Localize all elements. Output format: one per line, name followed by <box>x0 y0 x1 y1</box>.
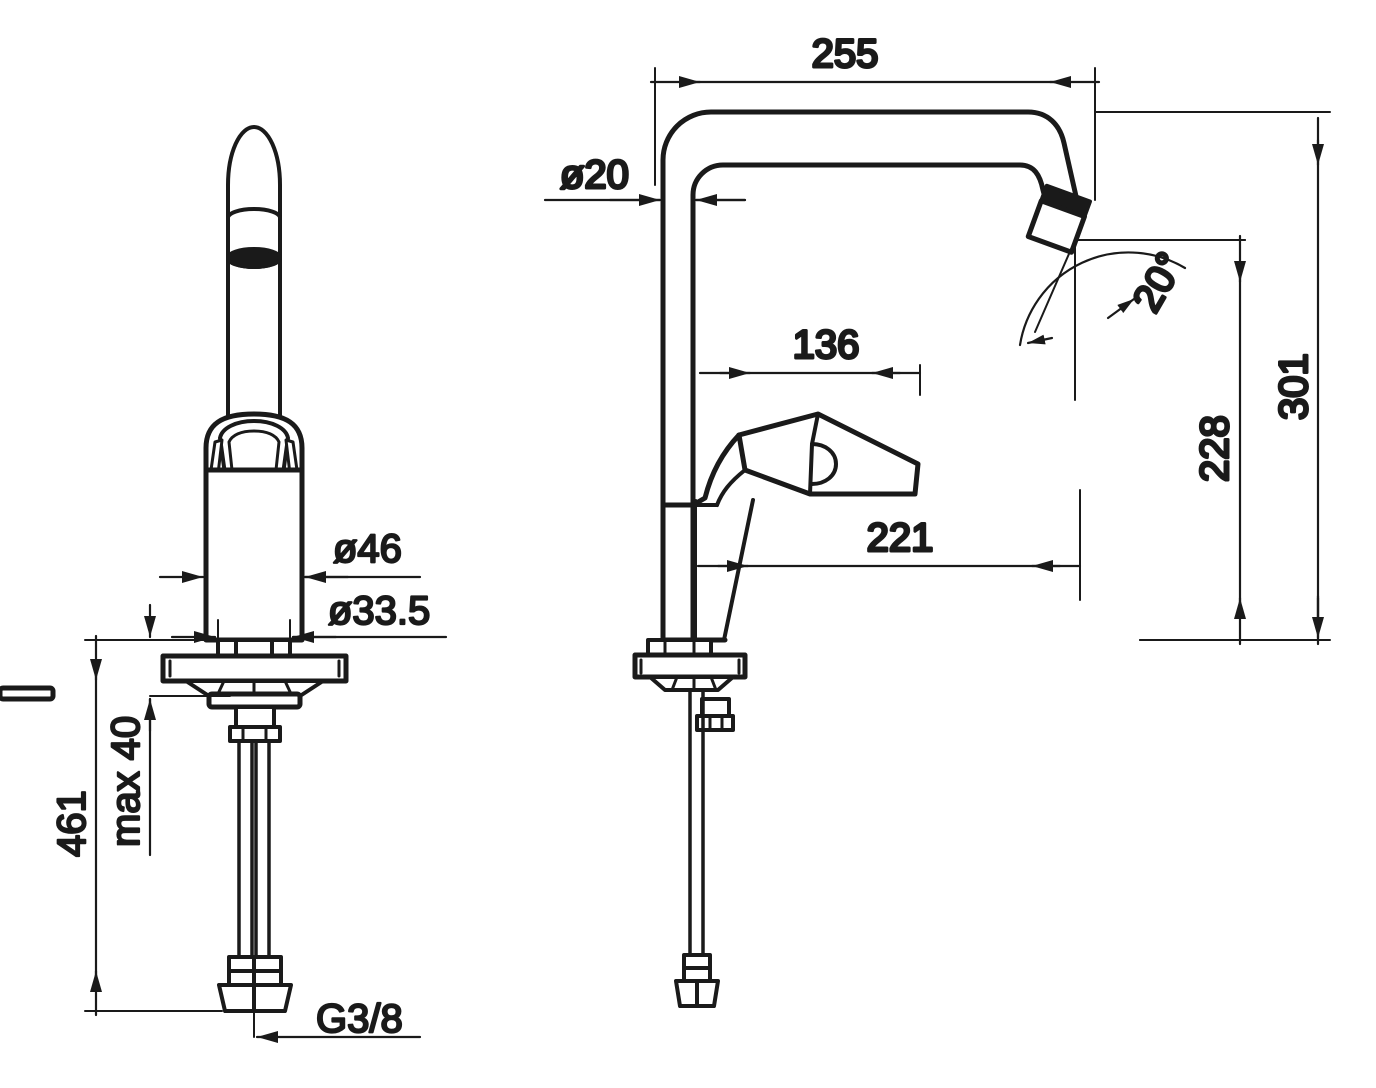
dim-label-301: 301 <box>1272 353 1316 420</box>
side-supply-hose <box>688 688 705 957</box>
side-body-column <box>660 502 728 643</box>
front-hose-connectors <box>217 955 293 1013</box>
dim-136 <box>698 364 922 396</box>
dim-301 <box>1094 111 1331 646</box>
dim-angle-20 <box>1018 239 1246 401</box>
dim-label-d20: ø20 <box>560 153 629 197</box>
dim-d46 <box>158 559 422 641</box>
dim-label-228: 228 <box>1193 415 1237 482</box>
dim-221 <box>695 489 1082 641</box>
dim-d335 <box>170 619 448 643</box>
front-view-dimensions: ø46 ø33.5 max 40 461 <box>49 526 448 1043</box>
front-body-cylinder <box>203 467 305 643</box>
side-fixing-nut <box>695 697 735 732</box>
dim-g38 <box>253 1010 422 1043</box>
front-base-plate <box>160 653 349 710</box>
dim-label-d46: ø46 <box>333 527 402 571</box>
side-hose-connectors <box>674 953 720 1008</box>
dim-max40 <box>144 603 249 857</box>
dim-label-max40: max 40 <box>104 716 148 847</box>
side-lever-handle <box>690 411 921 508</box>
dim-label-461: 461 <box>50 790 94 857</box>
side-base-plate <box>0 638 748 702</box>
dim-255 <box>649 67 1101 201</box>
dim-label-221: 221 <box>867 516 934 560</box>
dim-label-136: 136 <box>793 323 860 367</box>
front-fixing-nut <box>228 705 282 743</box>
side-aerator <box>1025 183 1092 255</box>
front-view-faucet <box>160 125 349 1013</box>
dim-label-255: 255 <box>812 32 879 76</box>
side-view-faucet <box>0 109 1092 1008</box>
side-lever-swing-line <box>722 498 755 642</box>
dim-label-d335: ø33.5 <box>328 589 430 633</box>
side-spout-arm <box>660 109 1081 643</box>
dim-461 <box>84 634 223 1017</box>
front-spout-tube <box>226 125 282 427</box>
dim-label-g38: G3/8 <box>316 997 403 1041</box>
dim-label-20deg: 20° <box>1125 245 1193 319</box>
front-supply-hoses <box>237 739 271 959</box>
